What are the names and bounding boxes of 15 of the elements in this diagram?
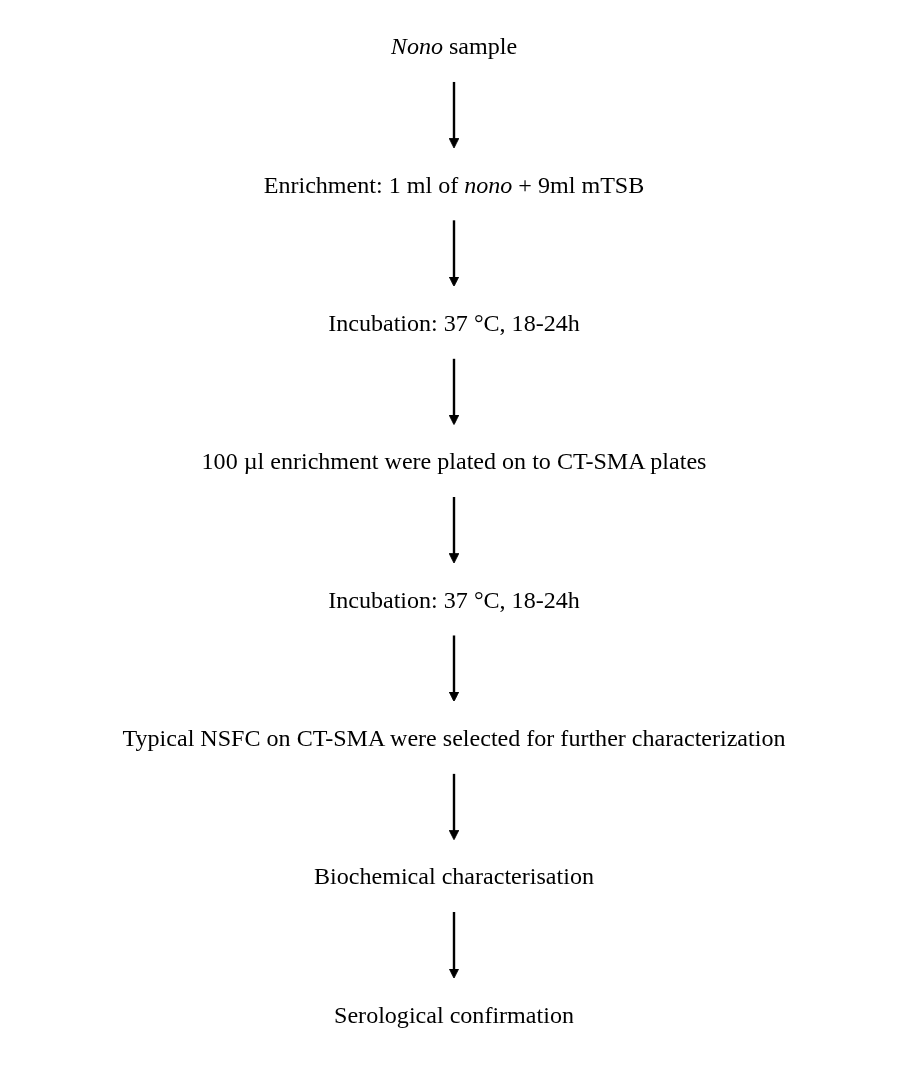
arrow (448, 358, 460, 426)
node-text: 100 µl enrichment were plated on to CT-SMA plates (201, 447, 707, 475)
node-text: Enrichment: 1 ml of nono + 9ml mTSB (263, 170, 645, 198)
node-text: Serological confirmation (334, 1001, 574, 1028)
node-text: Biochemical characterisation (314, 862, 594, 890)
arrow (448, 635, 460, 702)
node-text: Incubation: 37 °C, 18-24h (328, 309, 580, 336)
node-text: Incubation: 37 °C, 18-24h (328, 585, 580, 613)
arrow (448, 81, 460, 149)
arrow (448, 773, 460, 841)
arrow (448, 912, 460, 979)
arrow (448, 496, 460, 564)
node-text: Typical NSFC on CT-SMA were selected for further characterization (122, 724, 786, 751)
arrow (448, 220, 460, 287)
node-text: Nono sample (390, 32, 518, 59)
